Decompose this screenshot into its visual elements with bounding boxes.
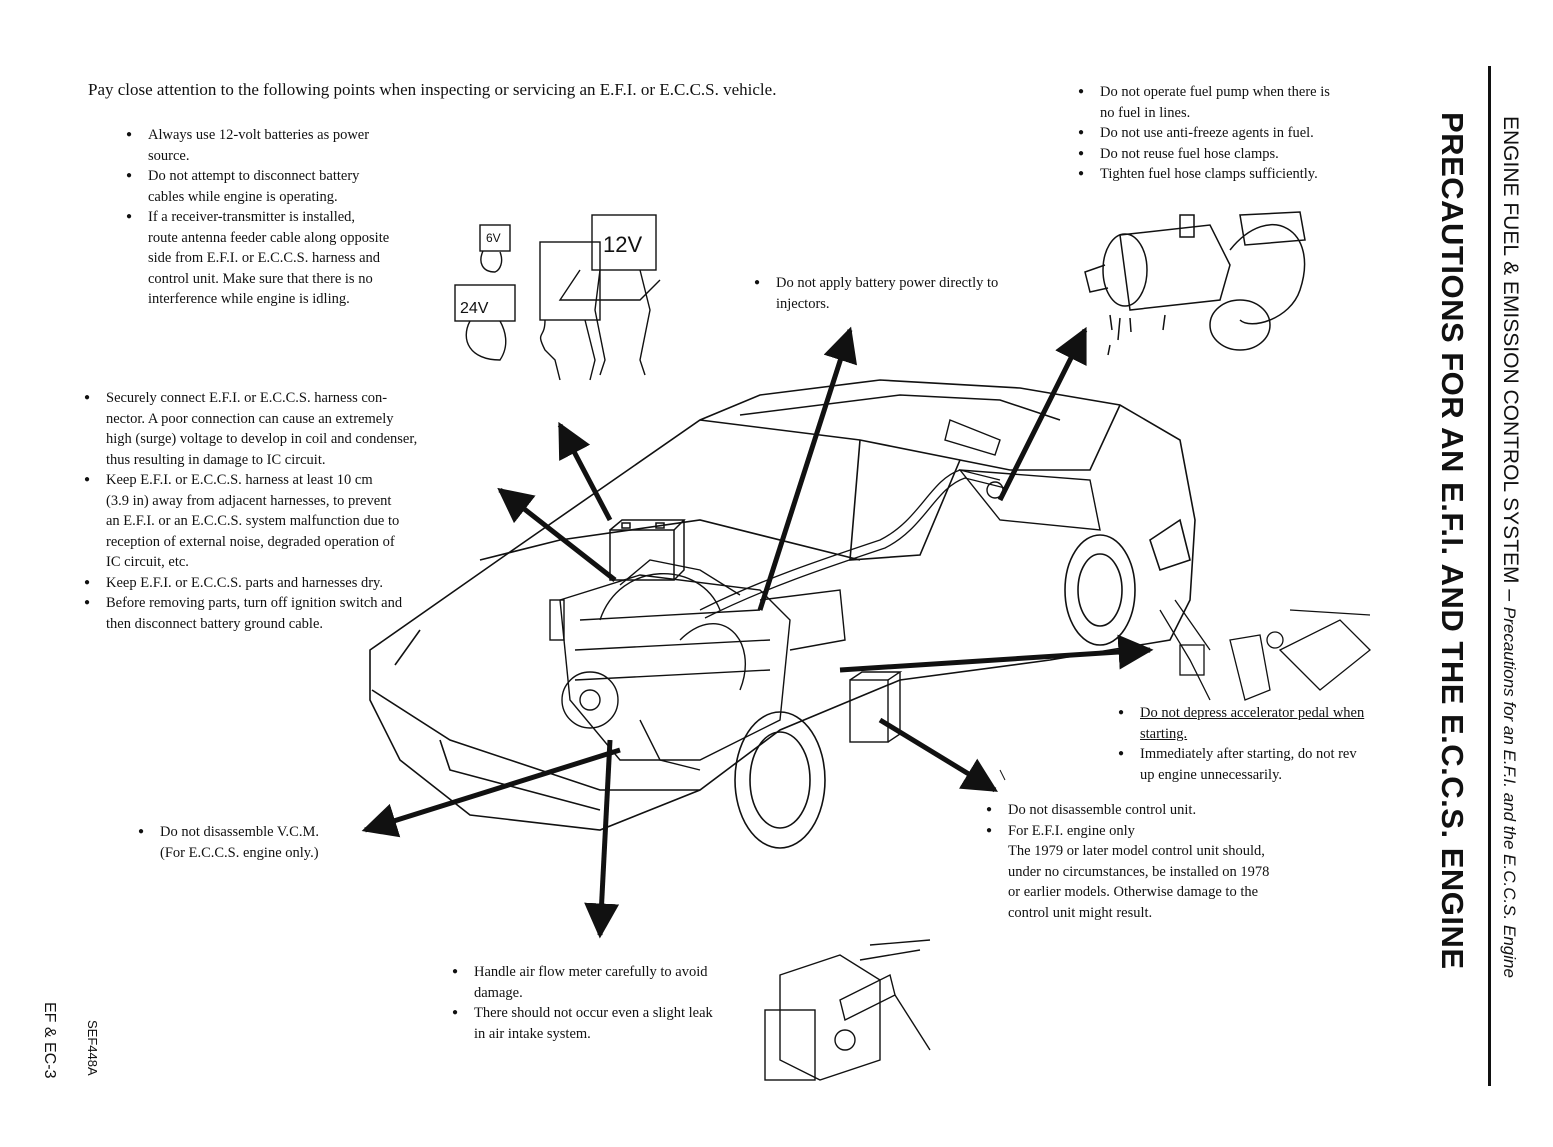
note-text: or earlier models. Otherwise damage to t… (1008, 884, 1259, 900)
fuel-line (699, 469, 1006, 619)
note-text: reception of external noise, degraded op… (106, 533, 395, 550)
note-text: in air intake system. (474, 1025, 591, 1042)
note-text: Do not depress accelerator pedal when (1140, 705, 1365, 721)
control-unit-notes: Do not disassemble control unit. For E.F… (986, 800, 1346, 923)
note-text: high (surge) voltage to develop in coil … (106, 431, 418, 447)
note-text: route antenna feeder cable along opposit… (148, 229, 390, 246)
note-text: (3.9 in) away from adjacent harnesses, t… (106, 492, 392, 509)
note-text: For E.F.I. engine only (1008, 822, 1135, 839)
side-rule (1488, 66, 1491, 1086)
battery-icon (609, 519, 686, 581)
fuel-pump-icon (1084, 211, 1306, 356)
side-subtitle-italic: Precautions for an E.F.I. and the E.C.C.… (1500, 606, 1519, 978)
arrow-control-unit (878, 717, 998, 793)
note-text: Do not apply battery power directly to (776, 275, 999, 291)
arrow-vcm (361, 747, 621, 838)
note-text: injectors. (776, 295, 830, 312)
note-text: IC circuit, etc. (106, 554, 189, 570)
fuel-filter-icon (944, 419, 1101, 531)
note-text: side from E.F.I. or E.C.C.S. harness and (148, 250, 381, 266)
air-flow-notes: Handle air flow meter carefully to avoid… (452, 962, 772, 1044)
battery-6v-label: 6V (486, 231, 501, 245)
note-text: cables while engine is operating. (148, 188, 338, 205)
accelerator-notes: Do not depress accelerator pedal when st… (1118, 703, 1428, 785)
side-subtitle-main: ENGINE FUEL & EMISSION CONTROL SYSTEM – (1499, 116, 1522, 602)
note-text: If a receiver-transmitter is installed, (148, 209, 356, 225)
battery-12v-label: 12V (603, 232, 643, 257)
arrow-harness-2 (497, 487, 617, 582)
battery-people-icon (454, 214, 661, 381)
note-text: no fuel in lines. (1100, 104, 1191, 121)
note-text: Do not attempt to disconnect battery (148, 168, 360, 184)
callout-arrows (361, 326, 1154, 939)
note-text: source. (148, 147, 190, 164)
arrow-harness (557, 421, 613, 522)
side-subtitle: ENGINE FUEL & EMISSION CONTROL SYSTEM – … (1498, 116, 1522, 978)
note-text: interference while engine is idling. (148, 291, 350, 307)
note-text: Immediately after starting, do not rev (1140, 746, 1357, 762)
arrow-fuel-pump (997, 326, 1088, 502)
air-flow-meter-icon (764, 939, 931, 1081)
note-text: There should not occur even a slight lea… (474, 1005, 713, 1021)
note-text: Always use 12-volt batteries as power (148, 127, 370, 143)
note-text: thus resulting in damage to IC circuit. (106, 451, 326, 468)
note-text: Keep E.F.I. or E.C.C.S. parts and harnes… (106, 574, 383, 591)
note-text: Do not operate fuel pump when there is (1100, 84, 1330, 100)
page-code: EF & EC-3 (41, 1002, 58, 1079)
arrow-accelerator (839, 634, 1154, 673)
note-text: up engine unnecessarily. (1140, 766, 1282, 783)
note-text: an E.F.I. or an E.C.C.S. system malfunct… (106, 513, 400, 529)
figure-code: SEF448A (85, 1020, 100, 1076)
note-text: damage. (474, 984, 523, 1001)
note-text: (For E.C.C.S. engine only.) (160, 844, 319, 861)
injector-note: Do not apply battery power directly to i… (754, 273, 1074, 314)
note-text: nector. A poor connection can cause an e… (106, 410, 394, 427)
arrow-injector (757, 326, 858, 611)
note-text: under no circumstances, be installed on … (1008, 863, 1270, 880)
battery-24v-label: 24V (460, 300, 489, 317)
note-text: then disconnect battery ground cable. (106, 615, 324, 632)
note-text: Handle air flow meter carefully to avoid (474, 964, 708, 980)
harness-notes: Securely connect E.F.I. or E.C.C.S. harn… (84, 388, 484, 634)
note-text: Do not use anti-freeze agents in fuel. (1100, 125, 1314, 141)
battery-notes: Always use 12-volt batteries as power so… (126, 125, 456, 310)
note-text: Before removing parts, turn off ignition… (106, 595, 403, 611)
note-text: starting. (1140, 725, 1188, 742)
car-body (369, 379, 1196, 849)
intro-text: Pay close attention to the following poi… (88, 80, 777, 99)
note-text: Securely connect E.F.I. or E.C.C.S. harn… (106, 390, 388, 406)
engine-icon (549, 559, 846, 771)
note-text: Tighten fuel hose clamps sufficiently. (1100, 166, 1318, 182)
note-text: control unit. Make sure that there is no (148, 270, 373, 287)
arrow-air-flow-meter (584, 739, 620, 939)
note-text: The 1979 or later model control unit sho… (1008, 843, 1265, 859)
vcm-note: Do not disassemble V.C.M. (For E.C.C.S. … (138, 822, 378, 863)
note-text: Do not reuse fuel hose clamps. (1100, 145, 1279, 162)
note-text: Keep E.F.I. or E.C.C.S. harness at least… (106, 472, 373, 488)
note-text: Do not disassemble V.C.M. (160, 824, 319, 840)
note-text: control unit might result. (1008, 904, 1153, 921)
accelerator-pedal-icon (1159, 599, 1371, 701)
fuel-notes: Do not operate fuel pump when there is n… (1078, 82, 1408, 185)
note-text: Do not disassemble control unit. (1008, 802, 1197, 818)
side-title: PRECAUTIONS FOR AN E.F.I. AND THE E.C.C.… (1435, 112, 1470, 970)
